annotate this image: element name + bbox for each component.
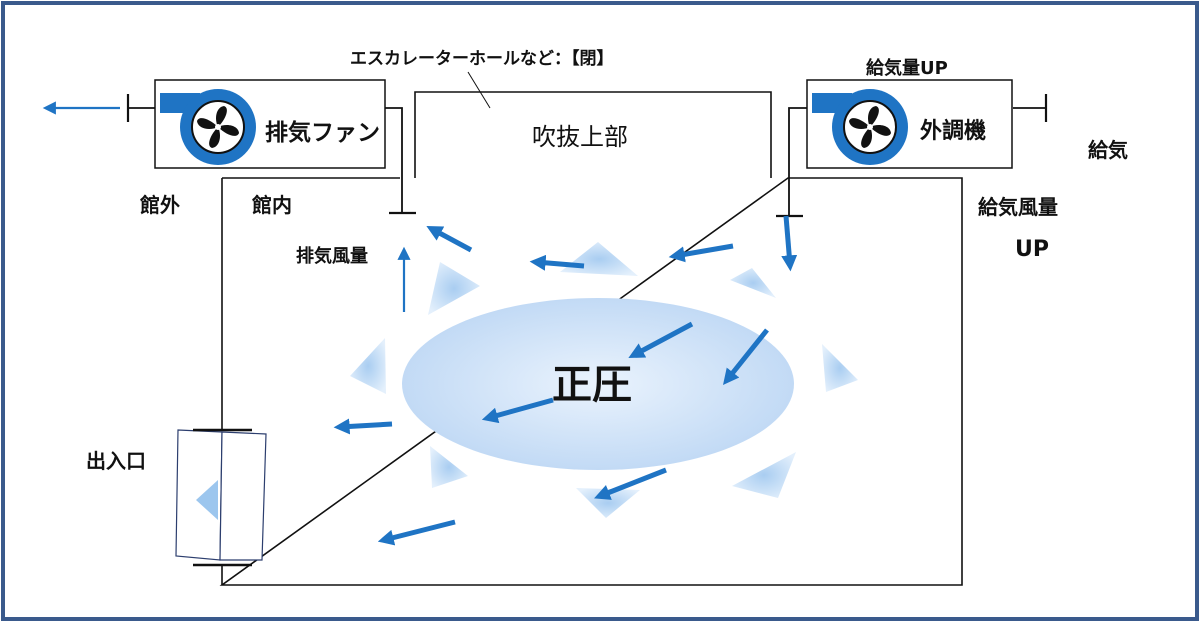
supply-duct: [788, 107, 807, 215]
door-airflow-wedge: [196, 480, 218, 520]
exhaust-airflow-label: 排気風量: [296, 245, 368, 267]
supply-up-label: 給気量UP: [866, 57, 948, 79]
supply-label: 給気: [1088, 138, 1128, 162]
airflow-arrow-icon: [529, 254, 585, 271]
pressure-wedge: [428, 262, 480, 315]
pressure-wedge: [560, 242, 638, 276]
atrium-top-label: 吹抜上部: [532, 123, 628, 151]
supply-airflow-label: 給気風量: [978, 195, 1058, 219]
outdoor-unit-label: 外調機: [920, 118, 986, 144]
airflow-arrow-icon: [481, 397, 554, 424]
hall-note: エスカレーターホールなど：【閉】: [350, 48, 614, 69]
positive-pressure-zone: [402, 298, 794, 470]
outside-label: 館外: [140, 193, 180, 217]
airflow-arrow-icon: [594, 467, 667, 500]
pressure-wedge: [822, 344, 858, 392]
fan-icon: [160, 89, 256, 165]
exhaust-fan-unit: 排気ファン: [154, 79, 386, 169]
pressure-wedge: [576, 488, 640, 518]
pressure-wedge: [350, 338, 386, 394]
pressure-wedge: [430, 446, 468, 488]
airflow-arrow-icon: [426, 225, 473, 253]
airflow-arrow-icon: [333, 418, 393, 435]
airflow-arrow-icon: [723, 328, 769, 385]
hall-note-leader: [467, 71, 491, 109]
building-outline: [219, 91, 963, 586]
fan-icon: [812, 89, 908, 165]
up-label: UP: [1015, 237, 1049, 262]
positive-pressure-label: 正圧: [552, 362, 632, 408]
pressure-wedges: [350, 242, 858, 518]
airflow-arrows: [333, 215, 798, 546]
outdoor-air-unit: 外調機: [806, 79, 1013, 169]
exhaust-duct: [385, 107, 403, 212]
airflow-arrow-icon: [628, 321, 694, 359]
entrance-doors: [175, 428, 267, 567]
entrance-label: 出入口: [86, 449, 146, 473]
pressure-wedge: [730, 268, 776, 298]
pressure-wedge: [732, 452, 796, 498]
inside-label: 館内: [252, 193, 292, 217]
door-right: [219, 431, 267, 561]
airflow-arrow-icon: [377, 519, 456, 546]
exhaust-fan-label: 排気ファン: [265, 119, 380, 146]
airflow-arrow-icon: [668, 243, 734, 263]
supply-down-arrow: [781, 215, 798, 272]
